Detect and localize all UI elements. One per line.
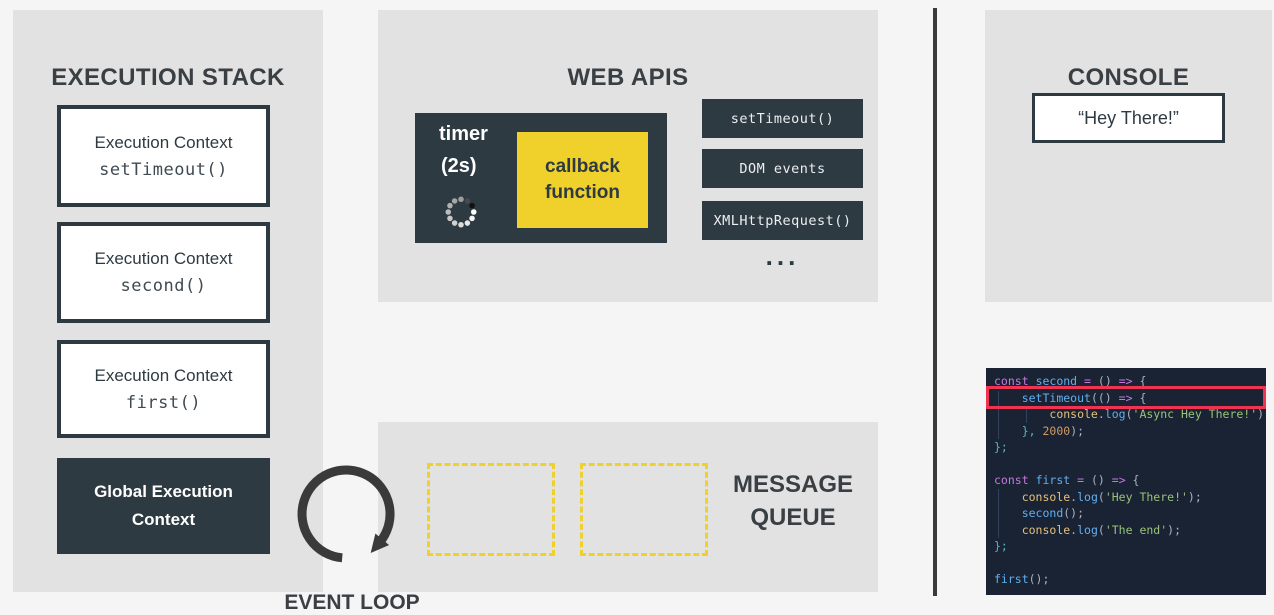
code-line: [986, 456, 1266, 473]
console-output-text: “Hey There!”: [1078, 107, 1179, 128]
execution-context-frame: Execution Context setTimeout(): [57, 105, 270, 207]
event-loop-circular-arrow-icon: [297, 465, 395, 563]
message-queue-empty-slot: [427, 463, 555, 556]
frame-function-name: setTimeout(): [99, 159, 228, 180]
global-execution-context-frame: Global Execution Context: [57, 458, 270, 554]
timer-box: timer (2s) callback function: [415, 113, 667, 243]
global-frame-line2: Context: [131, 510, 196, 529]
console-panel: CONSOLE “Hey There!”: [985, 10, 1272, 302]
callback-line2: function: [545, 182, 620, 203]
code-line: const second = () => {: [994, 374, 1147, 388]
indent-guide: [998, 489, 999, 538]
loading-spinner-icon: [445, 196, 477, 228]
code-line: first();: [994, 572, 1050, 586]
code-line: setTimeout(() => {: [1021, 390, 1147, 405]
event-loop-label: EVENT LOOP: [284, 591, 420, 614]
frame-label: Execution Context: [94, 132, 233, 152]
indent-guide: [998, 391, 999, 439]
frame-label: Execution Context: [94, 249, 233, 268]
indent-guide: [1026, 407, 1027, 423]
code-line: };: [994, 539, 1008, 553]
execution-context-frame: Execution Context first(): [57, 340, 270, 438]
message-queue-title: MESSAGE QUEUE: [708, 468, 878, 534]
execution-stack-title: EXECUTION STACK: [51, 63, 285, 91]
console-output-box: “Hey There!”: [1032, 93, 1225, 143]
timer-duration: (2s): [441, 155, 477, 177]
message-queue-title-line2: QUEUE: [750, 504, 836, 531]
api-button: DOM events: [702, 149, 863, 188]
frame-function-name: first(): [125, 392, 202, 413]
timer-label: timer: [439, 123, 488, 145]
web-apis-title: WEB APIS: [567, 63, 689, 91]
console-title: CONSOLE: [1067, 63, 1190, 91]
callback-line1: callback: [545, 156, 620, 177]
message-queue-panel: MESSAGE QUEUE: [378, 422, 878, 592]
code-line: console.log('The end');: [1021, 522, 1181, 537]
code-line: const first = () => {: [994, 473, 1140, 487]
api-button: setTimeout(): [702, 99, 863, 138]
message-queue-empty-slot: [580, 463, 708, 556]
code-editor: const second = () => { setTimeout(() => …: [986, 368, 1266, 595]
frame-label: Execution Context: [94, 365, 233, 385]
code-line: console.log('Async Hey There!');: [1049, 407, 1266, 421]
web-apis-panel: WEB APIS timer (2s) callback function ..…: [378, 10, 878, 302]
message-queue-title-line1: MESSAGE: [732, 471, 854, 498]
code-line: };: [994, 440, 1008, 454]
execution-context-frame: Execution Context second(): [57, 222, 270, 323]
api-button: XMLHttpRequest(): [702, 201, 863, 240]
execution-stack-panel: EXECUTION STACK Global Execution Context…: [13, 10, 323, 592]
highlighted-line-box: [986, 386, 1266, 409]
callback-function-box: callback function: [517, 132, 648, 228]
frame-function-name: second(): [120, 276, 207, 296]
global-frame-line1: Global Execution: [94, 482, 233, 501]
code-line: }, 2000);: [1021, 423, 1085, 438]
code-line: second();: [1021, 506, 1085, 520]
vertical-divider: [933, 8, 937, 596]
more-apis-ellipsis: ...: [765, 241, 800, 271]
code-line: console.log('Hey There!');: [1021, 489, 1202, 504]
code-line: [986, 555, 1266, 572]
